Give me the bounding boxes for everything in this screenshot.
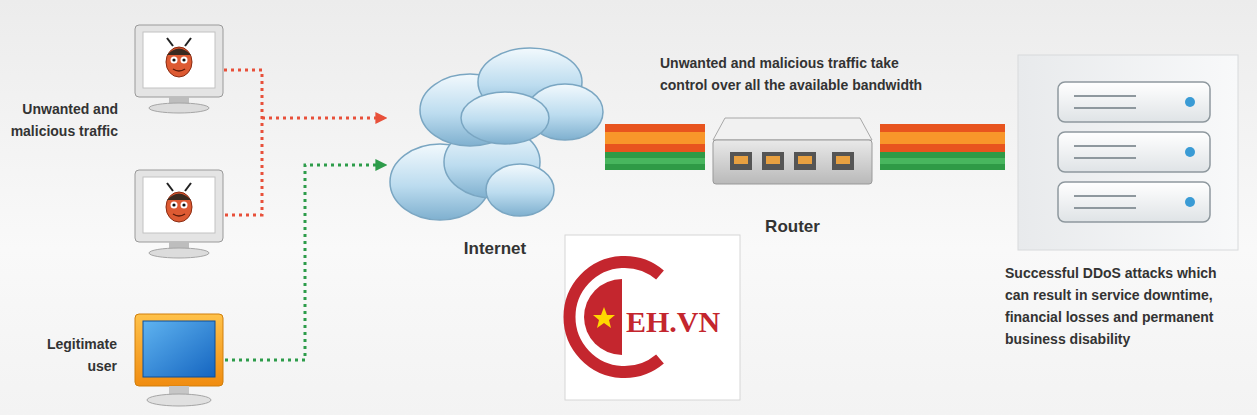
cloud-label: Internet [385,238,605,260]
attacker-computer [135,25,223,113]
band-stripe [880,158,1005,164]
group-label: Unwanted and malicious traffic [5,98,118,142]
attack-stubs [224,70,262,215]
attacker-computer [135,170,223,258]
internet-cloud: Internet [385,45,605,265]
cloud-shape [390,48,603,220]
router-device [713,118,872,184]
traffic-band [880,138,1005,161]
dotted-line [262,117,385,120]
watermark: EH.VN [626,298,736,346]
server-rack [1018,55,1238,250]
user-computer: Legitimate user [20,305,225,413]
user-computer-art [135,314,223,406]
bandwidth-note: Unwanted and malicious traffic take cont… [660,52,932,96]
router-label: Router [705,216,880,238]
band-stripe [880,132,1005,144]
user-label: Legitimate user [20,333,117,377]
traffic-line [262,118,385,119]
server-box: Successful DDoS attacks which can result… [1005,50,1237,360]
impact-note: Successful DDoS attacks which can result… [1005,262,1237,350]
dotted-line [225,165,385,360]
band-stripe [605,132,705,144]
attacker-group: Unwanted and malicious traffic [0,20,262,265]
band-stripe [605,158,705,164]
traffic-band [605,138,705,161]
band-stripe [605,124,705,152]
router-box: Router [705,108,880,243]
band-stripe [605,152,705,170]
bandwidth-note: Unwanted and malicious traffic take cont… [660,52,932,96]
traffic-line [225,165,385,360]
logo-mark [565,235,740,400]
band-stripe [880,124,1005,152]
band-stripe [880,152,1005,170]
watermark: EH.VN [626,298,736,346]
